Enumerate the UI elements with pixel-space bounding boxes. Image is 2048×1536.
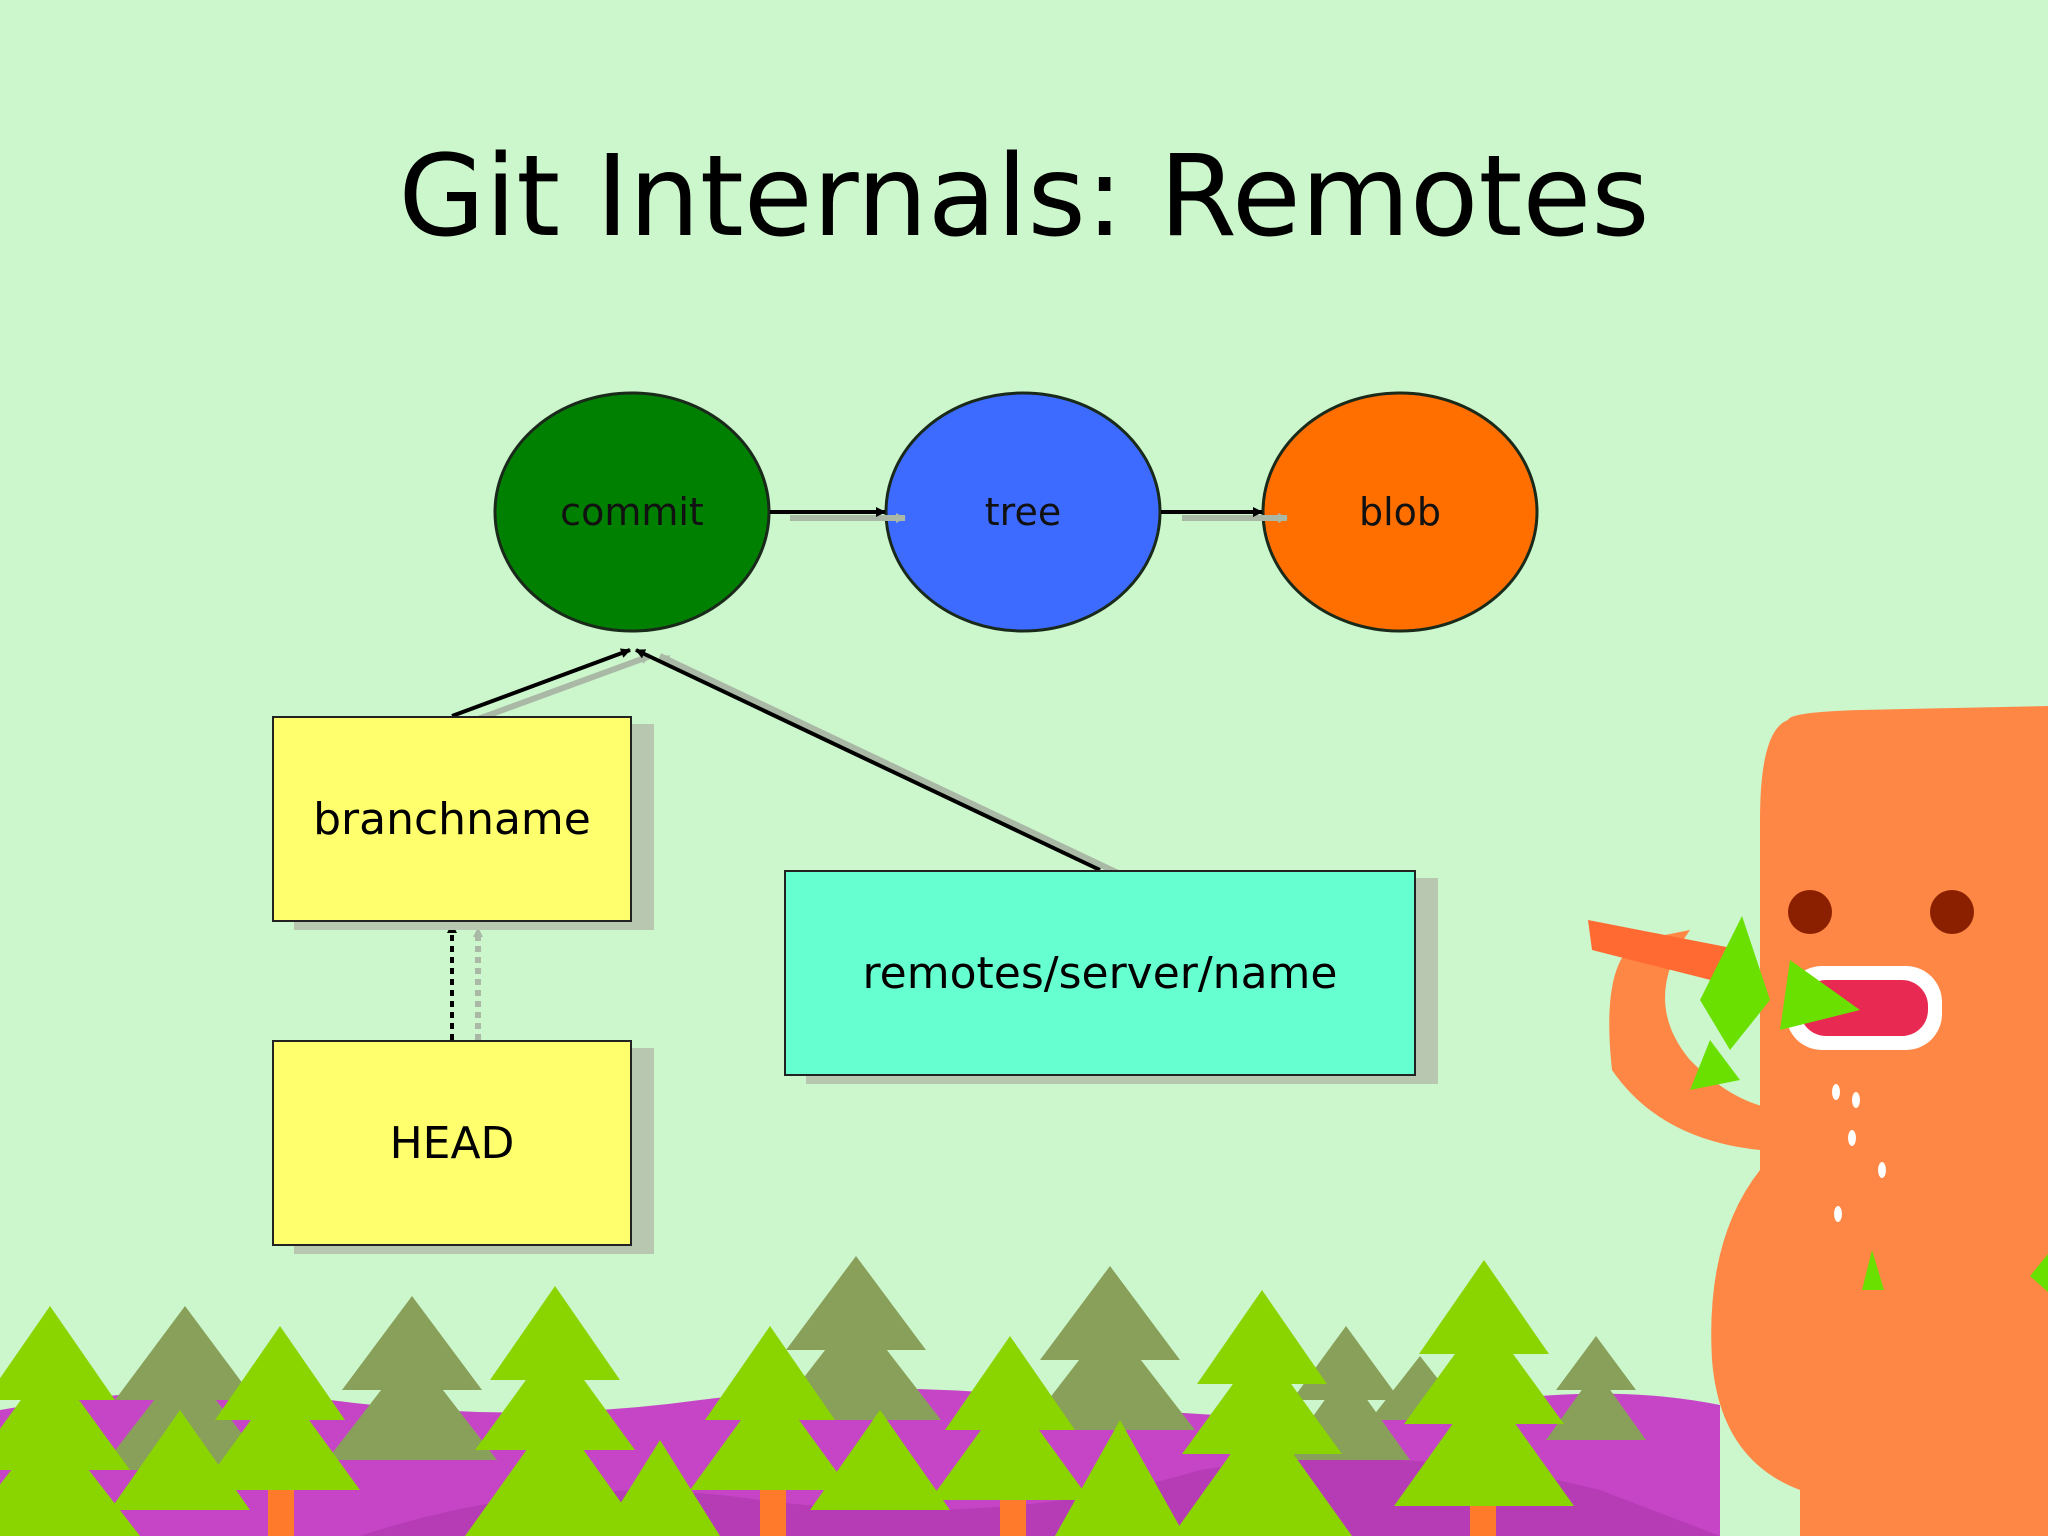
tree-label: tree	[984, 490, 1062, 534]
commit-label: commit	[560, 490, 704, 534]
head-label: HEAD	[389, 1117, 515, 1169]
branchname-label: branchname	[313, 793, 591, 845]
remote-ref-box: remotes/server/name	[784, 870, 1416, 1076]
head-ref-box: HEAD	[272, 1040, 632, 1246]
remote-ref-label: remotes/server/name	[862, 947, 1338, 999]
slide-title: Git Internals: Remotes	[398, 132, 1650, 262]
edge-branch-commit	[451, 648, 631, 718]
forest-scenery	[0, 1256, 1720, 1536]
monster-illustration	[1588, 706, 2048, 1536]
commit-node	[493, 391, 771, 633]
blob-label: blob	[1358, 490, 1442, 534]
edge-remote-commit	[635, 648, 1101, 872]
blob-node	[1261, 391, 1539, 633]
branchname-ref-box: branchname	[272, 716, 632, 922]
edge-shadow	[658, 653, 1122, 877]
tree-node	[884, 391, 1162, 633]
edge-shadow	[468, 653, 652, 725]
